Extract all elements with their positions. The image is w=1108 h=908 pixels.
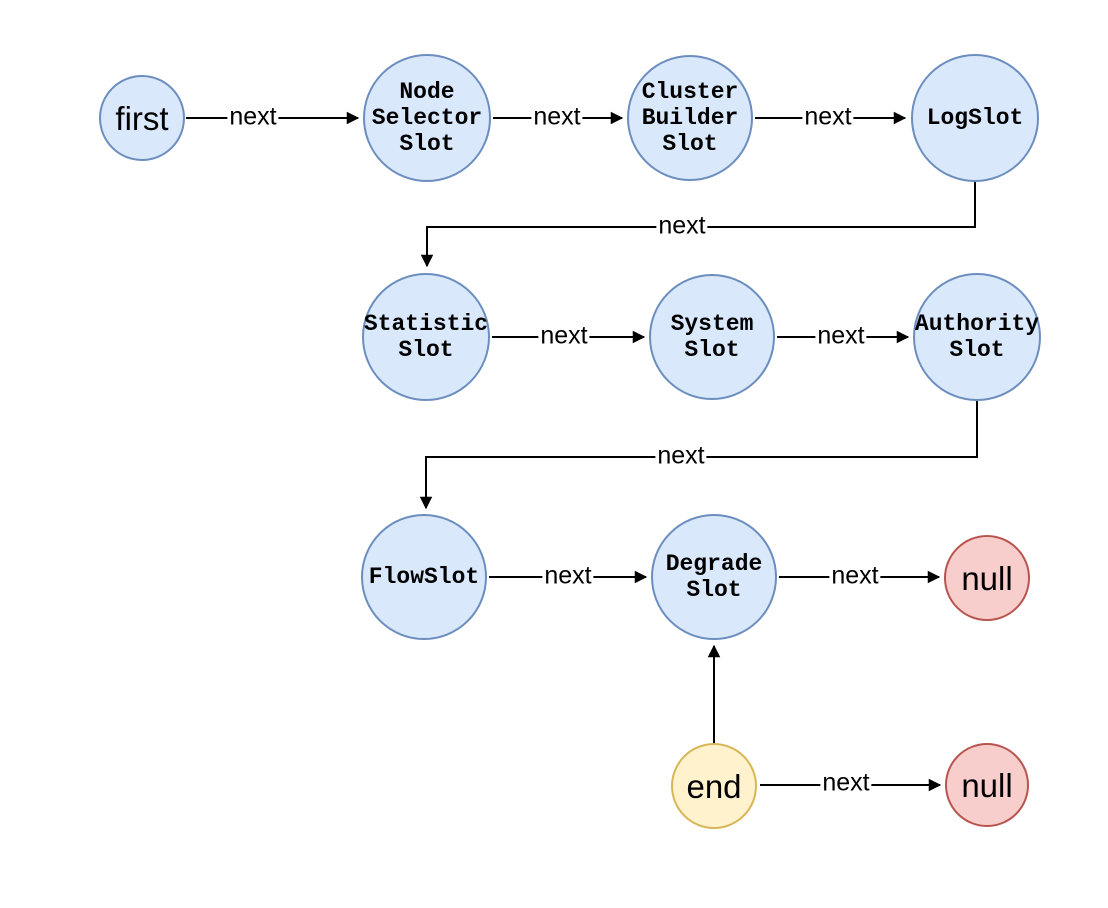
node-null-after-end: null <box>945 743 1029 827</box>
authority-slot-label: Authority Slot <box>914 310 1040 363</box>
node-statistic-slot: Statistic Slot <box>362 273 490 401</box>
system-slot-label: System Slot <box>670 310 754 363</box>
edge-label-authority-next: next <box>655 441 707 470</box>
node-first: first <box>99 75 185 161</box>
node-degrade-slot: Degrade Slot <box>651 514 777 640</box>
edge-label-first-next: next <box>227 102 279 131</box>
log-slot-label: LogSlot <box>926 104 1024 131</box>
edge-label-degrade-next: next <box>829 561 881 590</box>
edge-label-end-next: next <box>820 768 872 797</box>
node-cluster-builder-slot: Cluster Builder Slot <box>627 55 753 181</box>
node-log-slot: LogSlot <box>911 54 1039 182</box>
edge-label-node-selector-next: next <box>531 102 583 131</box>
node-node-selector-slot: Node Selector Slot <box>363 54 491 182</box>
degrade-slot-label: Degrade Slot <box>665 550 763 603</box>
edge-label-log-slot-next: next <box>656 211 708 240</box>
node-end: end <box>671 743 757 829</box>
node-end-label: end <box>686 767 742 805</box>
edge-label-system-next: next <box>815 321 867 350</box>
edge-label-flow-next: next <box>542 561 594 590</box>
node-first-label: first <box>115 99 169 137</box>
statistic-slot-label: Statistic Slot <box>363 310 489 363</box>
edge-label-statistic-next: next <box>538 321 590 350</box>
node-null-after-degrade: null <box>944 535 1030 621</box>
null-after-end-label: null <box>961 766 1013 804</box>
cluster-builder-slot-label: Cluster Builder Slot <box>641 78 739 158</box>
node-selector-slot-label: Node Selector Slot <box>371 78 483 158</box>
node-system-slot: System Slot <box>649 274 775 400</box>
node-flow-slot: FlowSlot <box>361 514 487 640</box>
null-after-degrade-label: null <box>961 559 1013 597</box>
node-authority-slot: Authority Slot <box>913 273 1041 401</box>
flow-slot-label: FlowSlot <box>368 563 480 590</box>
edge-label-cluster-builder-next: next <box>802 102 854 131</box>
